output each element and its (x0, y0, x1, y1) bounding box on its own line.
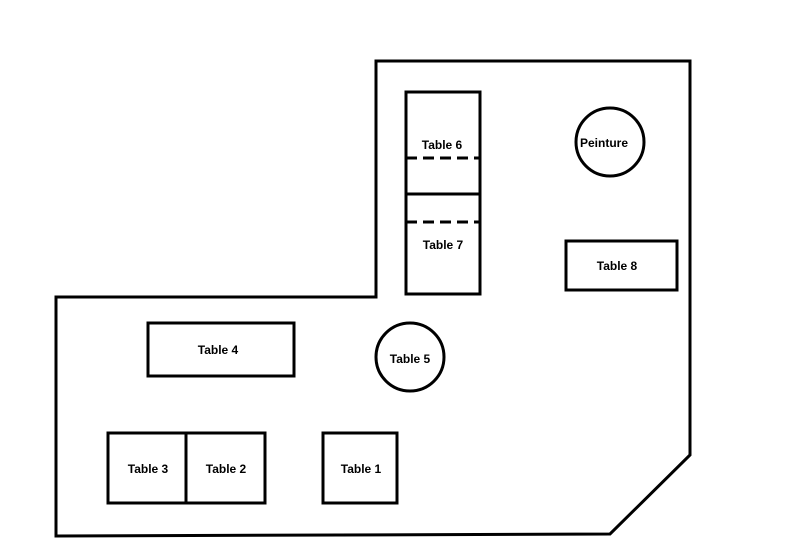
table-3-label: Table 3 (128, 462, 169, 476)
table-1-label: Table 1 (341, 462, 382, 476)
table-6-label: Table 6 (422, 138, 463, 152)
table-8 (564, 239, 679, 292)
table-7-label: Table 7 (423, 238, 464, 252)
table-5-label: Table 5 (390, 352, 431, 366)
table-1 (321, 431, 399, 505)
table-7 (404, 192, 482, 296)
peinture (574, 106, 646, 178)
table-8-label: Table 8 (597, 259, 638, 273)
table-4 (146, 321, 296, 378)
table-2-label: Table 2 (206, 462, 247, 476)
peinture-label: Peinture (580, 136, 628, 150)
table-5 (374, 321, 446, 393)
table-4-label: Table 4 (198, 343, 239, 357)
table-3 (106, 431, 188, 505)
table-2 (184, 431, 267, 505)
room-outline (54, 59, 692, 538)
